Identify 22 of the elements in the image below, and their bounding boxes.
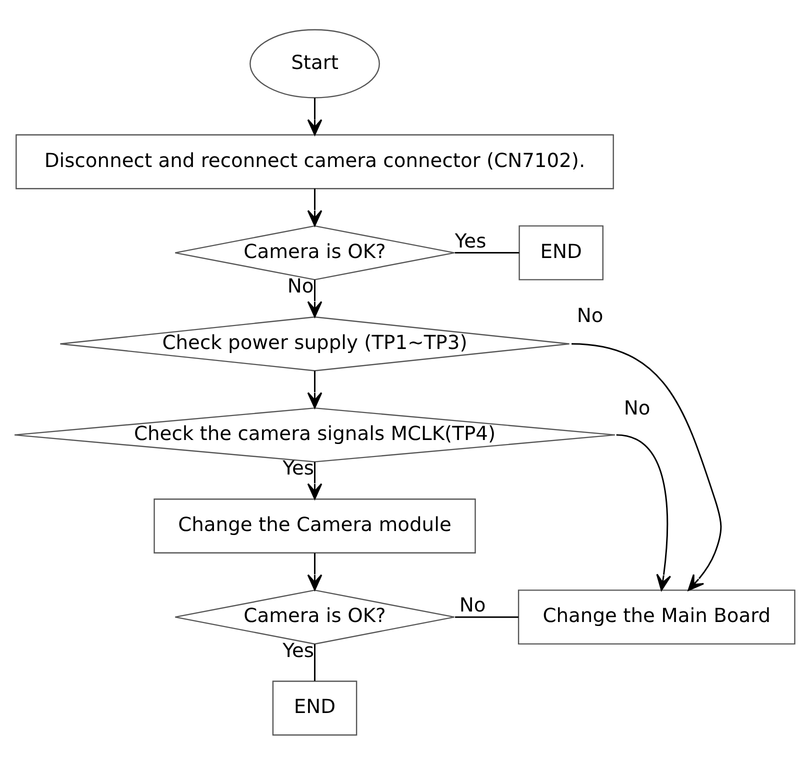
edge-label: No (576, 304, 604, 327)
connector (314, 644, 316, 681)
node-diamond: Check power supply (TP1~TP3) (60, 316, 570, 372)
node-box: Change the Main Board (518, 590, 796, 645)
node-box: END (518, 225, 604, 280)
edge-label: Yes (454, 229, 486, 252)
node-box: Change the Camera module (154, 498, 476, 554)
arrow (572, 343, 722, 591)
arrow (616, 434, 672, 591)
arrow (307, 553, 322, 591)
edge-label: No (624, 396, 650, 420)
node-ellipse: Start (250, 29, 380, 98)
arrow (307, 370, 322, 408)
arrow (307, 188, 322, 226)
arrow (307, 462, 322, 500)
arrow (307, 98, 322, 136)
connector (455, 616, 518, 618)
edge-label: No (459, 594, 486, 617)
node-box: END (272, 680, 358, 736)
arrow (307, 280, 322, 318)
connector (454, 252, 520, 254)
node-box: Disconnect and reconnect camera connector (CN7102). (16, 134, 614, 190)
